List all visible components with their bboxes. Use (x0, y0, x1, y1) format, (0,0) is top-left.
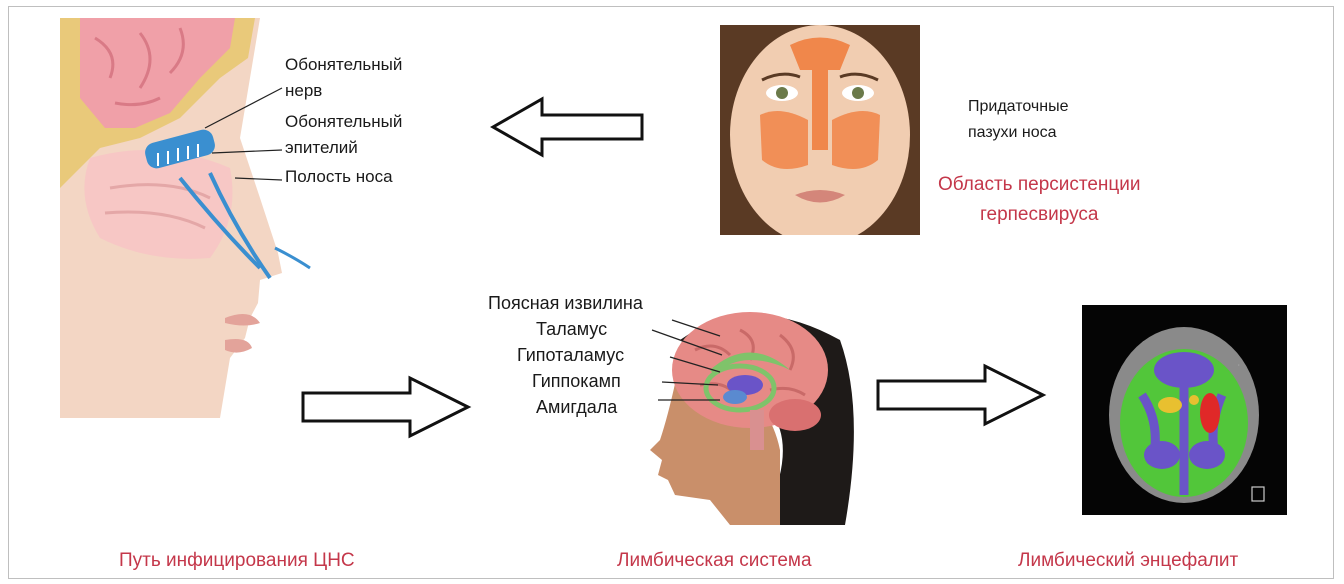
caption-limbic-system: Лимбическая система (617, 550, 812, 572)
arrow-left (490, 96, 645, 163)
label-thalamus: Таламус (536, 318, 607, 340)
arrow-right-1 (300, 375, 472, 444)
sinus-face-illustration (720, 25, 920, 235)
label-hippocampus: Гиппокамп (532, 370, 621, 392)
svg-text:·: · (1237, 362, 1241, 369)
label-hypothalamus: Гипоталамус (517, 344, 624, 366)
mri-scan-image: · (1082, 305, 1287, 515)
caption-herpes-persistence-2: герпесвируса (980, 204, 1098, 226)
arrow-right-2 (875, 363, 1047, 432)
caption-cns-infection-route: Путь инфицирования ЦНС (119, 550, 355, 572)
label-olfactory-epithelium-2: эпителий (285, 137, 358, 159)
label-olfactory-nerve-1: Обонятельный (285, 54, 402, 76)
label-paranasal-sinuses-1: Придаточные (968, 96, 1068, 118)
caption-herpes-persistence-1: Область персистенции (938, 174, 1141, 196)
label-olfactory-nerve-2: нерв (285, 80, 322, 102)
nasal-cavity-illustration (20, 18, 330, 418)
label-paranasal-sinuses-2: пазухи носа (968, 122, 1057, 144)
caption-limbic-encephalitis: Лимбический энцефалит (1018, 550, 1238, 572)
label-olfactory-epithelium-1: Обонятельный (285, 111, 402, 133)
label-amygdala: Амигдала (536, 396, 617, 418)
label-cingulate-gyrus: Поясная извилина (488, 292, 643, 314)
label-nasal-cavity: Полость носа (285, 166, 393, 188)
